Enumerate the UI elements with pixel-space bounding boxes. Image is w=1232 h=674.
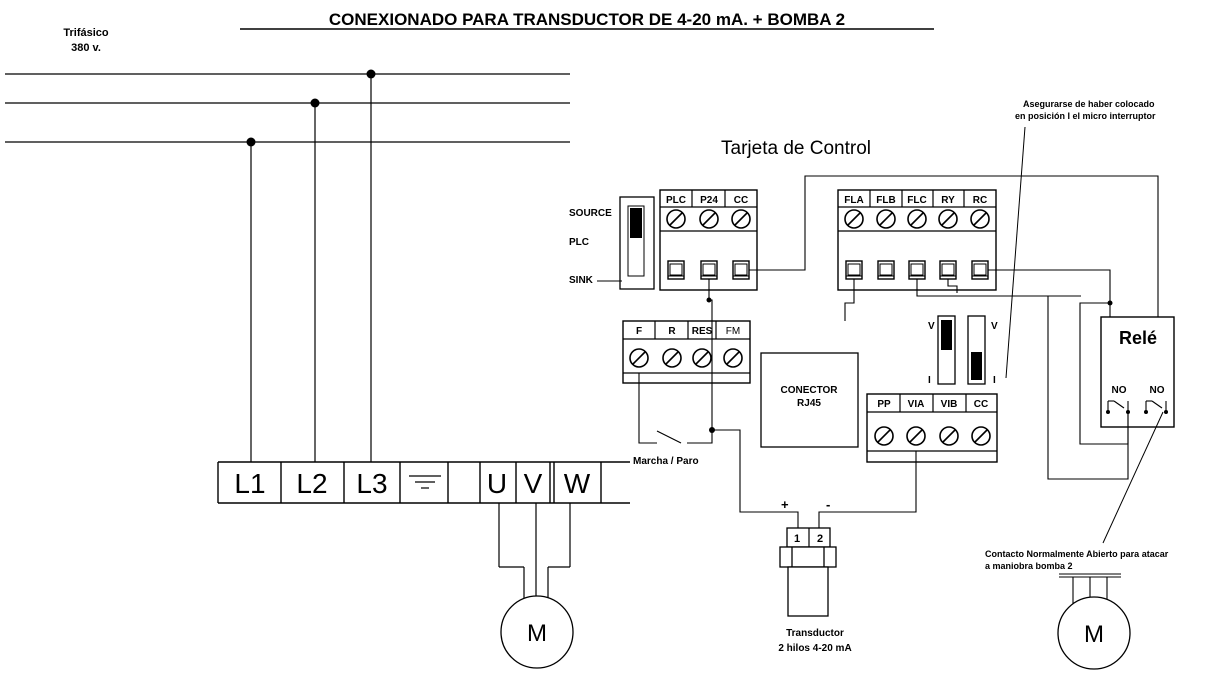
terminal-label-cc-analog: CC — [974, 399, 988, 410]
terminal-block-plc — [659, 189, 758, 291]
relay-box — [1100, 316, 1175, 428]
terminal-label-p24: P24 — [700, 195, 718, 206]
control-card-title: Tarjeta de Control — [721, 138, 871, 159]
run-stop-label: Marcha / Paro — [633, 456, 699, 467]
contact-note-2: a maniobra bomba 2 — [985, 561, 1073, 571]
transducer-pin-2: 2 — [817, 533, 823, 545]
micro-switch-1-lever — [941, 320, 952, 350]
micro-switch-note-leader — [1005, 126, 1026, 379]
switch-plc-label: PLC — [569, 237, 589, 248]
terminal-label-r: R — [668, 326, 676, 337]
supply-label-1: Trifásico — [63, 27, 109, 39]
terminal-w: W — [564, 468, 591, 499]
rj45-label-1: CONECTOR — [780, 385, 838, 396]
earth-icon — [409, 475, 441, 489]
terminal-v: V — [524, 468, 543, 499]
micro-switch-v2-label: V — [991, 321, 998, 332]
diagram-title: CONEXIONADO PARA TRANSDUCTOR DE 4-20 mA.… — [329, 10, 845, 29]
rj45-connector — [760, 352, 859, 448]
switch-lever — [630, 208, 642, 238]
junction-dot — [706, 297, 712, 303]
terminal-label-res: RES — [692, 326, 713, 337]
micro-switch-i2-label: I — [993, 375, 996, 386]
terminal-label-pp: PP — [877, 399, 891, 410]
motor-2-label: M — [1084, 621, 1104, 648]
micro-switch-note-2: en posición I el micro interruptor — [1015, 111, 1156, 121]
terminal-block-relay-output — [837, 189, 997, 291]
motor-1-wiring — [498, 503, 571, 605]
terminal-label-vib: VIB — [941, 399, 958, 410]
terminal-label-cc: CC — [734, 195, 748, 206]
rj45-label-2: RJ45 — [797, 398, 821, 409]
transducer-label-1: Transductor — [786, 628, 844, 639]
junction-dot — [246, 137, 256, 147]
junction-dot — [366, 69, 376, 79]
motor-1-label: M — [527, 620, 547, 647]
switch-sink-label: SINK — [569, 275, 594, 286]
terminal-l1: L1 — [234, 468, 265, 499]
three-phase-lines — [5, 73, 570, 462]
motor-2 — [1057, 596, 1131, 670]
terminal-label-flb: FLB — [876, 195, 895, 206]
terminal-label-rc: RC — [973, 195, 987, 206]
terminal-label-fm: FM — [726, 326, 740, 337]
power-terminal-strip — [217, 461, 630, 504]
transducer-label-2: 2 hilos 4-20 mA — [778, 643, 851, 654]
switch-source-label: SOURCE — [569, 208, 612, 219]
terminal-l3: L3 — [356, 468, 387, 499]
terminal-label-f: F — [636, 326, 642, 337]
junction-dot — [1107, 300, 1113, 306]
relay-title: Relé — [1119, 328, 1157, 348]
contact-note-leader — [1102, 411, 1164, 544]
terminal-label-via: VIA — [908, 399, 925, 410]
micro-switch-i-label: I — [928, 375, 931, 386]
junction-dot — [310, 98, 320, 108]
transducer — [779, 527, 837, 617]
motor-1 — [500, 595, 574, 669]
terminal-l2: L2 — [296, 468, 327, 499]
polarity-plus: + — [781, 497, 789, 512]
terminal-label-ry: RY — [941, 195, 955, 206]
terminal-block-inputs — [622, 320, 751, 384]
terminal-block-analog — [866, 393, 998, 463]
micro-switch-v-label: V — [928, 321, 935, 332]
relay-no-2: NO — [1150, 385, 1165, 396]
relay-no-1: NO — [1112, 385, 1127, 396]
terminal-label-flc: FLC — [907, 195, 926, 206]
terminal-label-plc: PLC — [666, 195, 686, 206]
terminal-label-fla: FLA — [844, 195, 863, 206]
terminal-u: U — [487, 468, 507, 499]
transducer-pin-1: 1 — [794, 533, 800, 545]
micro-switch-2-lever — [971, 352, 982, 380]
polarity-minus: - — [826, 497, 830, 512]
contact-note-1: Contacto Normalmente Abierto para atacar — [985, 549, 1169, 559]
micro-switch-note-1: Asegurarse de haber colocado — [1023, 99, 1155, 109]
supply-label-2: 380 v. — [71, 42, 101, 54]
junction-dot — [709, 427, 715, 433]
